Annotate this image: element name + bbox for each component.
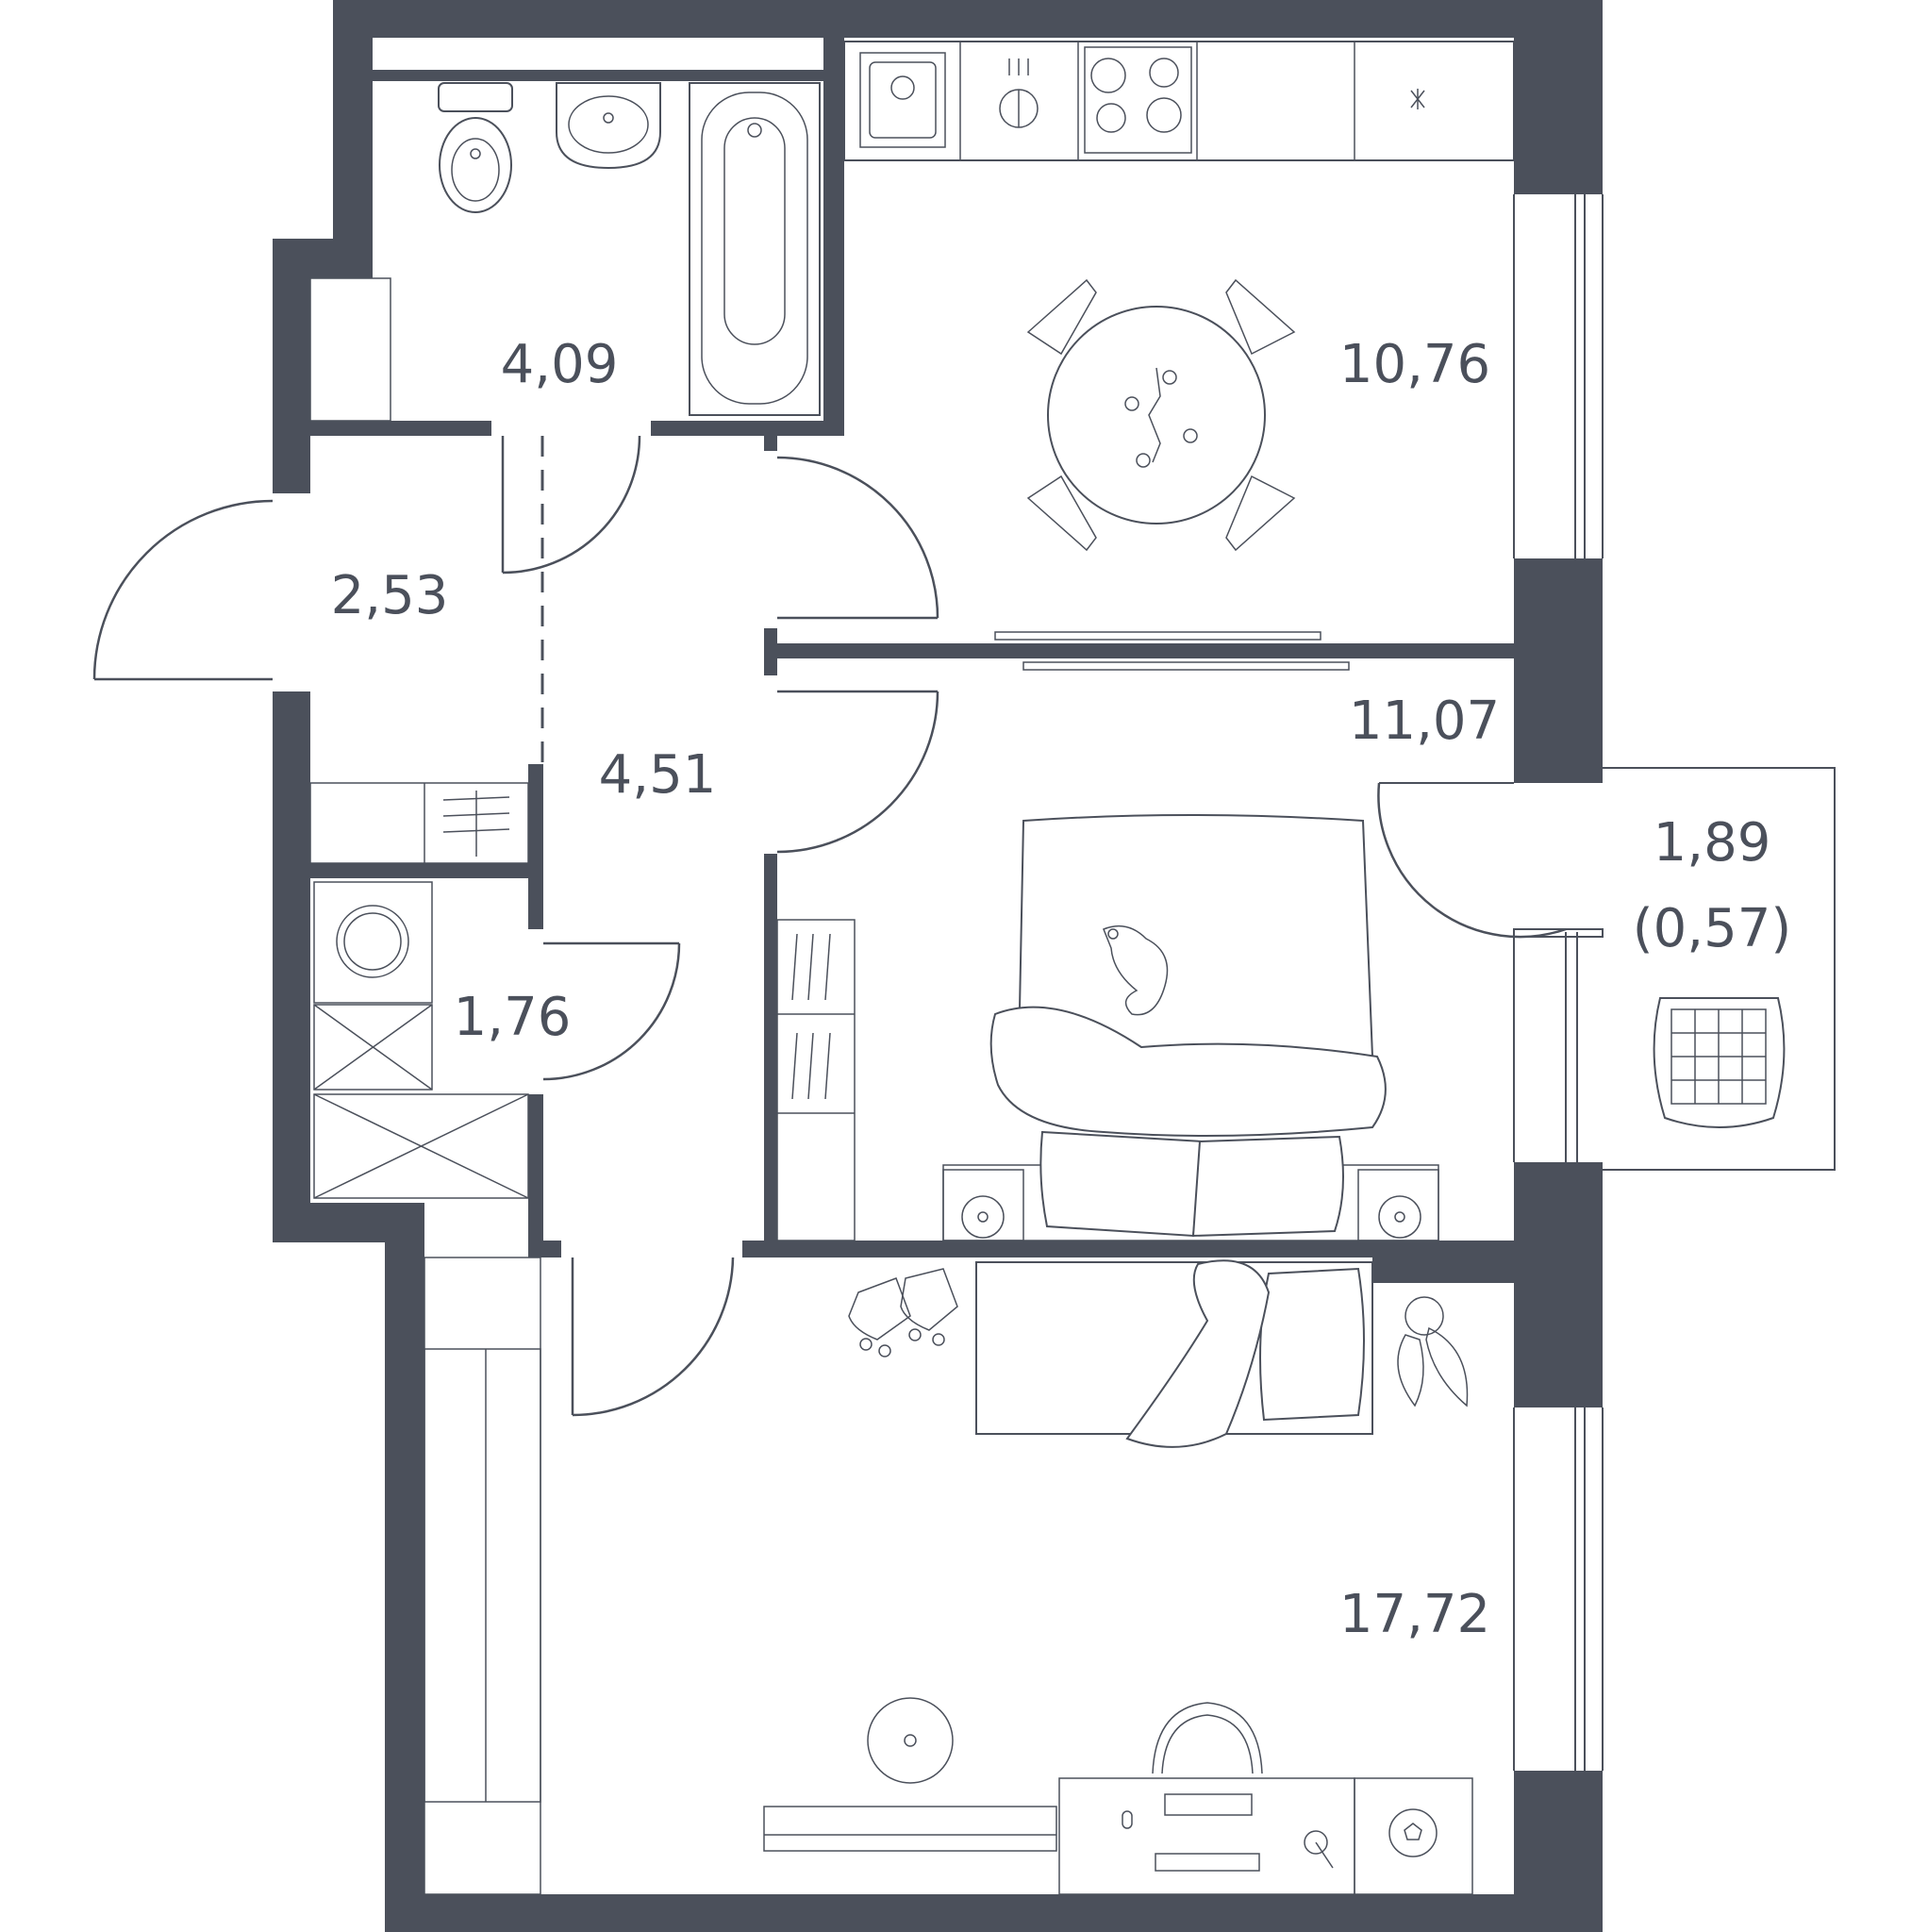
plant-icon [1397,1296,1469,1407]
bedroom-door [776,690,939,854]
soccer-ball-icon [1354,1777,1473,1895]
area-bathroom: 4,09 [501,334,619,395]
bed [989,814,1387,1238]
desk [1058,1777,1355,1895]
wall-hall-stub-mid [764,628,777,675]
wall-left-entry-upper [273,239,310,493]
bedroom-furniture [776,814,1439,1241]
area-hall: 4,51 [599,744,717,806]
kitchen-door [776,456,939,620]
cooktop-icon [1084,46,1192,154]
area-balcony: 1,89 [1654,812,1771,874]
wall-right-bottom [1514,1771,1603,1932]
washing-machine-icon [313,881,433,1004]
tv [994,631,1350,671]
balcony-basket-icon [1653,997,1786,1128]
living-furniture [424,1257,1473,1895]
wall-utility-right-upper [528,764,543,929]
area-entry: 2,53 [331,565,449,626]
balcony-door [1377,782,1567,939]
rollerskates-icon [848,1268,958,1357]
bathroom-door [501,435,641,575]
wall-utility-top [310,863,543,878]
hall-shelf [309,782,529,864]
faucet-icon [999,58,1039,128]
wall-kitchen-bedroom [764,643,1514,658]
bathroom-shaft [309,277,391,422]
living-bed [975,1259,1373,1448]
nightstand-right [1357,1169,1439,1241]
wardrobe-living [424,1257,541,1895]
wall-hall-bedroom [764,854,777,1245]
wall-bath-bottom-right [651,421,844,436]
utility-door [542,941,681,1081]
balcony-outline [1379,767,1836,1171]
window-kitchen [1513,194,1604,558]
window-balcony [1513,928,1604,1162]
room-labels: 4,09 10,76 2,53 4,51 11,07 1,89 (0,57) 1… [331,334,1792,1645]
storage-box-large [313,1093,529,1199]
area-utility: 1,76 [454,987,572,1048]
wall-bottom [385,1894,1603,1932]
kitchen-fixtures [843,41,1515,671]
wall-left-upper [333,0,373,274]
wall-right-kitchen [1514,558,1603,783]
kitchen-sink-icon [859,52,946,148]
wall-bath-bottom-left [310,421,491,436]
wall-top [333,0,1603,38]
wall-bedroom-living [742,1241,1514,1257]
doors [92,435,1567,1417]
wall-bath-right [823,38,844,436]
entry-door [92,499,274,681]
piano-keyboard [763,1806,1057,1852]
wall-hall-living [528,1241,561,1257]
rug [867,1697,954,1784]
dog-icon [1103,924,1169,1016]
wall-bedroom-living-thick [1372,1241,1514,1283]
bathtub-icon [689,82,821,416]
fan-left-icon [961,1195,1005,1239]
kitchen-counter [843,41,1515,161]
area-living-room: 17,72 [1339,1584,1490,1645]
living-door [571,1257,735,1417]
utility-fixtures [309,782,529,1199]
nightstand-left [942,1169,1024,1241]
wall-bath-top [373,70,829,81]
washbasin-icon [556,82,661,170]
dining-chairs [1026,278,1296,552]
window-living [1513,1407,1604,1771]
wall-top-corner-right [1514,0,1603,194]
wall-right-balcony-lower [1514,1162,1603,1407]
desk-chair [1152,1702,1263,1774]
wall-hall-stub-top [764,436,777,451]
storage-box [313,1004,433,1091]
area-bedroom: 11,07 [1349,691,1500,752]
windows [1379,194,1836,1771]
area-balcony-reduced: (0,57) [1633,898,1791,959]
wall-utility-right-lower [528,1094,543,1245]
wall-left-entry-lower [273,691,310,1239]
bathroom-fixtures [309,82,821,422]
walls [273,0,1603,1932]
wardrobe-bedroom [776,919,856,1241]
dining-table [1047,306,1266,525]
toilet-icon [438,82,513,213]
fan-right-icon [1378,1195,1421,1239]
wall-left-living [385,1203,424,1932]
snowflake-icon [1410,89,1425,109]
area-kitchen: 10,76 [1339,334,1490,395]
